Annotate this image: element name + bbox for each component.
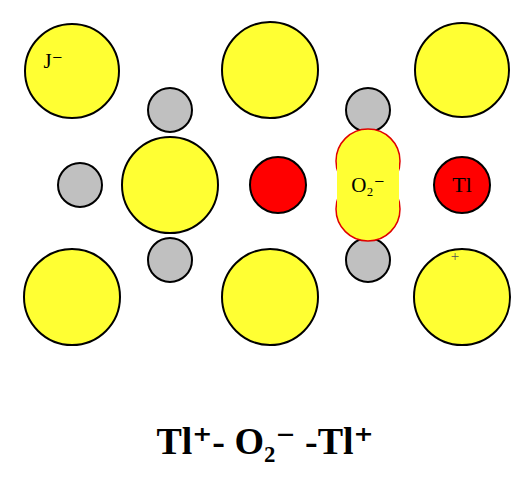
ion-fill xyxy=(337,161,399,209)
iodide-ion xyxy=(415,23,509,117)
iodide-ion xyxy=(414,249,510,345)
thallium-ion: Tl xyxy=(434,157,490,213)
ion-label: O₂⁻ xyxy=(351,173,385,198)
superoxide-ion: O₂⁻ xyxy=(336,129,400,241)
thallium-ion xyxy=(250,157,306,213)
iodide-ion xyxy=(222,249,318,345)
cation-site xyxy=(346,88,390,132)
ion-outline xyxy=(25,24,119,118)
iodide-ion xyxy=(222,22,318,118)
cation-site xyxy=(148,88,192,132)
iodide-ion xyxy=(24,249,120,345)
iodide-ion xyxy=(122,137,218,233)
cation-site xyxy=(346,238,390,282)
ion-label: J⁻ xyxy=(44,49,63,74)
iodide-ion: J⁻ xyxy=(25,24,119,118)
cation-site xyxy=(58,163,102,207)
charge-sign: + xyxy=(451,248,459,265)
ion-label: Tl xyxy=(452,172,472,198)
ion-circle xyxy=(25,24,119,118)
ion-circle xyxy=(434,157,490,213)
caption: Tl⁺- O₂⁻ -Tl⁺ xyxy=(156,418,373,463)
cation-site xyxy=(148,238,192,282)
